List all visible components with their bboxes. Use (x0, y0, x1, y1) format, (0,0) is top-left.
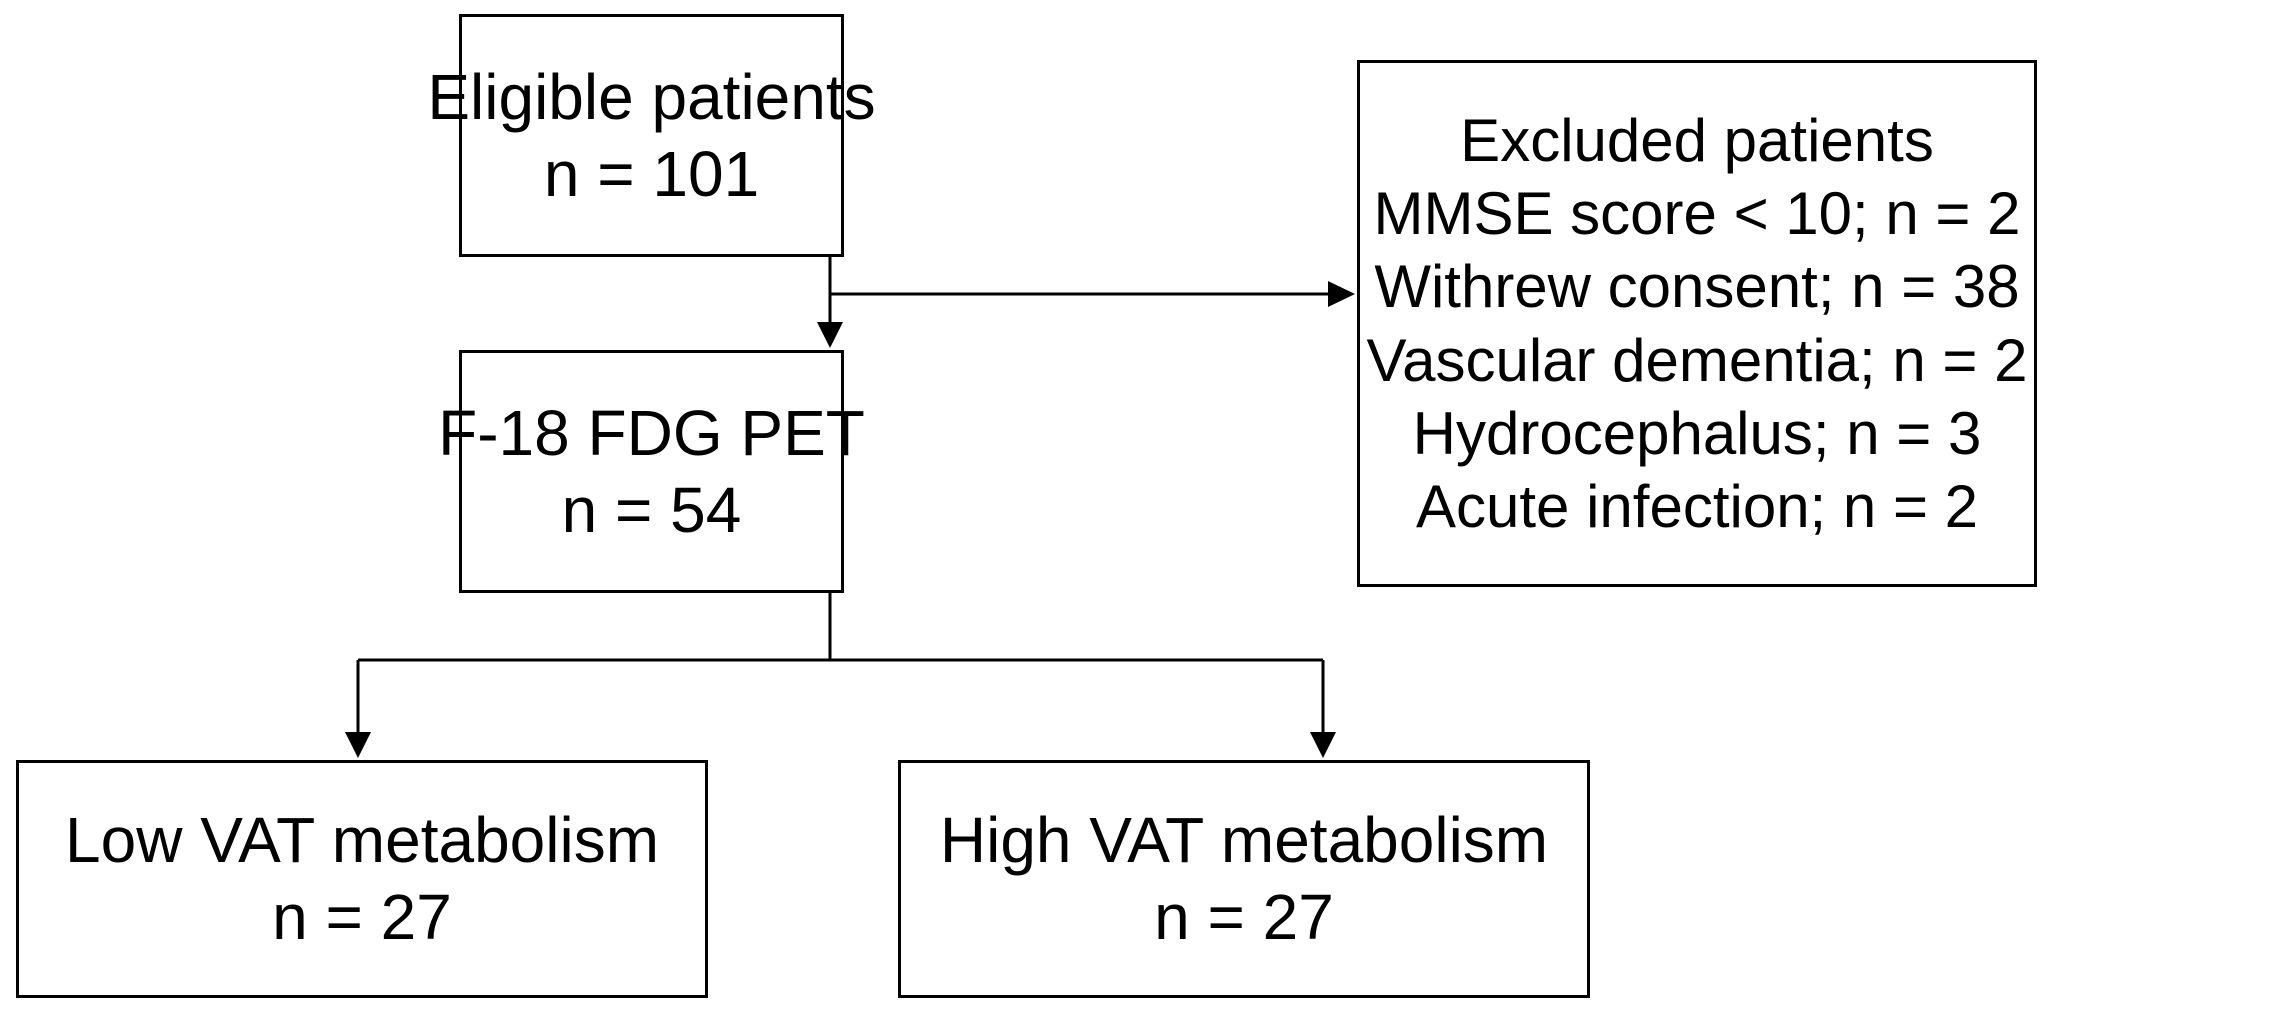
arrowhead-fdg (817, 322, 843, 348)
excluded-reason-consent: Withrew consent; n = 38 (1374, 253, 2020, 321)
excluded-title: Excluded patients (1460, 106, 1934, 174)
high-vat-count: n = 27 (1154, 881, 1334, 953)
excluded-patients-box: Excluded patients MMSE score < 10; n = 2… (1357, 60, 2037, 587)
eligible-count: n = 101 (543, 137, 760, 210)
low-vat-box: Low VAT metabolism n = 27 (16, 760, 708, 998)
low-vat-count: n = 27 (272, 881, 452, 953)
fdg-title: F-18 FDG PET (438, 396, 865, 469)
eligible-title: Eligible patients (427, 60, 876, 133)
fdg-count: n = 54 (561, 473, 742, 546)
arrowhead-low (345, 732, 371, 758)
excluded-reason-infection: Acute infection; n = 2 (1415, 472, 1979, 540)
arrowhead-excluded (1328, 281, 1355, 307)
fdg-pet-box: F-18 FDG PET n = 54 (438, 350, 865, 593)
high-vat-title: High VAT metabolism (939, 804, 1549, 877)
excluded-reason-vascular: Vascular dementia; n = 2 (1366, 326, 2028, 394)
excluded-reason-mmse: MMSE score < 10; n = 2 (1373, 180, 2021, 248)
arrowhead-high (1310, 732, 1336, 758)
low-vat-title: Low VAT metabolism (65, 804, 659, 877)
eligible-patients-box: Eligible patients n = 101 (427, 14, 876, 257)
excluded-reason-hydrocephalus: Hydrocephalus; n = 3 (1412, 399, 1982, 467)
high-vat-box: High VAT metabolism n = 27 (898, 760, 1590, 998)
